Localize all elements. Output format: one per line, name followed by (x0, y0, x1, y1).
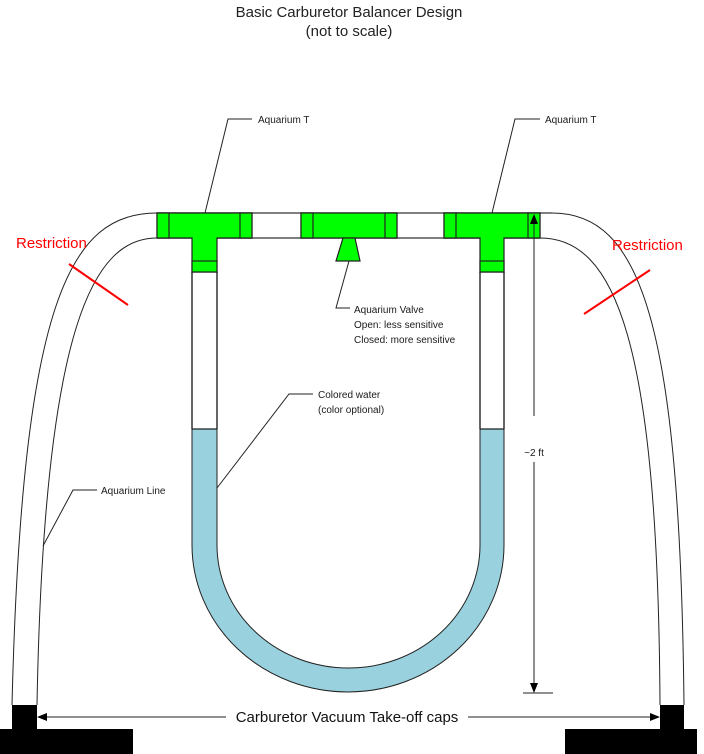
u-tube (191, 272, 505, 429)
right-aquarium-line (539, 212, 685, 706)
callout-leader-tee-left (204, 118, 252, 214)
diagram-title: Basic Carburetor Balancer Design (236, 4, 463, 21)
height-label: ~2 ft (524, 448, 544, 459)
tee-right-label: Aquarium T (545, 115, 597, 126)
valve-closed-label: Closed: more sensitive (354, 335, 456, 346)
height-dimension: ~2 ft (523, 214, 553, 694)
aquarium-valve (300, 212, 398, 262)
callout-leader-tee-right (491, 118, 540, 214)
restriction-mark-left (68, 263, 129, 306)
restriction-label-left: Restriction (16, 235, 87, 252)
caps-label: Carburetor Vacuum Take-off caps (236, 709, 459, 726)
water-color-label: (color optional) (318, 405, 384, 416)
left-aquarium-line (11, 212, 158, 706)
diagram-subtitle: (not to scale) (306, 23, 393, 40)
callout-leader-line (42, 489, 97, 547)
callout-leader-water (216, 393, 313, 489)
right-aquarium-tee (443, 212, 541, 273)
water-label: Colored water (318, 390, 381, 401)
callout-leader-valve (335, 260, 350, 309)
restriction-label-right: Restriction (612, 237, 683, 254)
valve-open-label: Open: less sensitive (354, 320, 444, 331)
restriction-mark-right (583, 269, 651, 315)
colored-water (191, 428, 505, 693)
left-vacuum-cap (12, 705, 37, 729)
left-carburetor-base (0, 729, 133, 754)
left-aquarium-tee (156, 212, 253, 273)
valve-label: Aquarium Valve (354, 305, 424, 316)
right-vacuum-cap (660, 705, 684, 729)
aquarium-line-label: Aquarium Line (101, 486, 166, 497)
tee-left-label: Aquarium T (258, 115, 310, 126)
right-carburetor-base (565, 729, 697, 754)
